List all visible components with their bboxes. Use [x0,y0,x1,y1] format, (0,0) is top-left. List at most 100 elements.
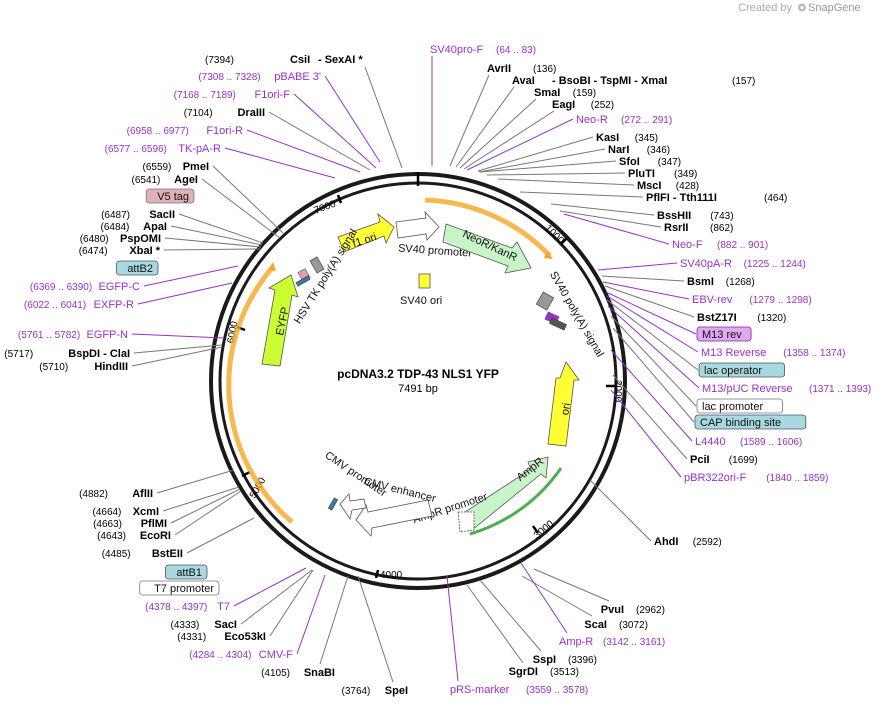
label-eco53ki: Eco53kI [224,631,266,643]
label-sspi: SspI [533,654,556,666]
label-pflfi-tth111i: PflFI - Tth111I [646,192,717,204]
label-pos-egfp-n: (5761 .. 5782) [18,330,80,341]
label-pos-eagi: (252) [591,100,614,111]
leader-bspdi-clai [133,344,223,354]
label-pos-f1ori-f: (7168 .. 7189) [174,90,236,101]
leader-m13-puc-reverse [607,305,700,389]
label-pos-sfoi: (347) [658,157,681,168]
label-pos-nari: (346) [647,145,670,156]
label-eagi: EagI [552,99,575,111]
label-pos-pvui: (2962) [636,605,665,616]
label-pbr322ori-f: pBR322ori-F [684,472,747,484]
label-pos-t7: (4378 .. 4397) [145,602,207,613]
box-lac-promoter [696,398,783,414]
leader-pluti [486,172,626,176]
label-pos-bspdi-clai: (5717) [4,349,33,360]
tick-2000: 2000 [612,380,623,403]
label-l4440: L4440 [695,436,726,448]
label-bstz17i: BstZ17I [697,312,737,324]
label-csii: CsiI [290,54,310,66]
sv40-promoter-feature: SV40 promoter [395,210,473,260]
leader-apai [170,225,263,246]
leader-bstz17i [604,285,695,318]
label-scai: ScaI [584,619,607,631]
leader-spei [357,575,394,683]
label-pos-sspi: (3396) [568,655,597,666]
sv40-polya-label: SV40 poly(A) signal [547,270,606,360]
label-ahdi: AhdI [654,536,678,548]
label-pos-ecori: (4643) [97,531,126,542]
leader-cmv-f [296,574,326,655]
leader-amp-r [520,562,568,634]
label-pos-prs-marker: (3559 .. 3578) [526,685,588,696]
label-pos-bsteii: (4485) [102,549,131,560]
plasmid-length: 7491 bp [398,383,438,395]
leader-tk-pa-r [224,147,336,179]
neo-orf-arrow [544,251,553,259]
ori-label: ori [559,402,573,416]
leader-saci [240,569,313,625]
leader-neo-f [563,213,670,245]
leader-sgrdi [466,584,524,664]
label-pluti: PluTI [628,168,655,180]
eyfp-feature: EYFP [261,274,299,367]
label-m13-puc-reverse: M13/pUC Reverse [702,383,792,395]
label-exfp-r: EXFP-R [94,299,134,311]
label-pos-sv40pro-f: (64 .. 83) [496,45,536,56]
leader-egfp-n [131,333,225,339]
label-pspomi: PspOMI [120,233,161,245]
leader-msci [497,178,635,186]
label-sfoi: SfoI [619,156,640,168]
label-pos-pspomi: (6480) [80,234,109,245]
label-lac-promoter: lac promoter [702,401,763,413]
leader-ebv-rev [602,281,690,300]
leader-pcii [612,374,688,460]
label-pos-neo-r: (272 .. 291) [621,115,672,126]
leader-t7 [233,567,307,607]
label-pos-kasi: (345) [635,133,658,144]
leader-kasi [477,136,594,172]
label-pos-amp-r: (3142 .. 3161) [603,637,665,648]
label-saci: SacI [214,619,237,631]
label-m13-reverse: M13 Reverse [701,347,766,359]
leader-neo-r [466,118,574,171]
box-t7-promoter [139,580,220,596]
label-neo-f: Neo-F [672,239,703,251]
leader-pbr322ori-f [610,389,682,478]
label-attb1: attB1 [176,567,202,579]
leader-cap-binding-site [612,327,695,423]
label-pos-pmei: (6559) [142,162,171,173]
sv40-polya-feature: SV40 poly(A) signal [535,270,606,360]
label-avrii: AvrII [487,63,511,75]
label-pos-ahdi: (2592) [693,537,722,548]
label-agei: AgeI [174,174,198,186]
label-v5-tag: V5 tag [157,191,189,203]
leader-l4440 [610,349,693,442]
ori-feature: ori [547,361,580,447]
leader-exfp-r [137,282,233,305]
label-m13-rev: M13 rev [702,329,742,341]
label-cmv-f: CMV-F [259,649,294,661]
label-pos-avrii: (136) [533,64,556,75]
label-pos-snabi: (4105) [261,668,290,679]
label-pos-pluti: (349) [674,169,697,180]
label-xcmi: XcmI [133,506,159,518]
cmv-promoter-feature: CMV promoter [323,449,389,521]
cmv-promoter-label: CMV promoter [323,449,389,499]
leader-prs-marker [446,575,459,682]
label-pvui: PvuI [601,604,624,616]
neo-orf-arc [424,197,552,258]
label-neo-r: Neo-R [576,114,608,126]
leader-pflfi-tth111i [519,191,644,198]
label-extra-avai: - BsoBI - TspMI - XmaI [552,75,667,87]
label-pos-csii: (7394) [205,55,234,66]
label-pos-m13-puc-reverse: (1371 .. 1393) [809,384,871,395]
label-pos-apai: (6484) [100,222,129,233]
leader-sacii [178,213,264,244]
leader-hindiii [131,346,223,367]
label-pos-pbabe-3: (7308 .. 7328) [198,72,260,83]
label-pos-pbr322ori-f: (1840 .. 1859) [766,473,828,484]
label-sv40pa-r: SV40pA-R [680,258,732,270]
label-snabi: SnaBI [304,667,335,679]
